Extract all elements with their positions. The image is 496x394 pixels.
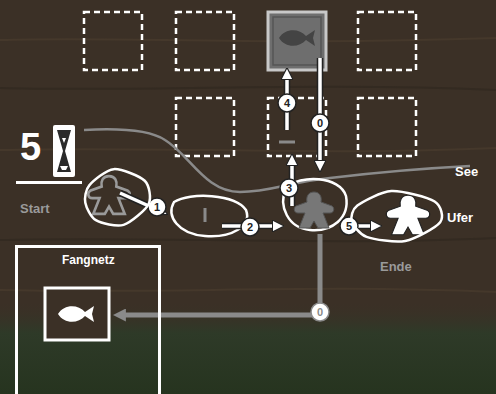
- moving-meeple: [294, 192, 333, 228]
- tick-mark: [279, 141, 295, 144]
- fish-icon: [279, 30, 315, 46]
- hourglass-glass: [57, 130, 71, 172]
- callout-number: 1: [148, 200, 166, 215]
- hourglass-sand: [60, 138, 68, 170]
- tick-mark: [204, 208, 207, 222]
- callout-number: 0: [311, 305, 329, 320]
- callout-number: 0: [311, 116, 329, 131]
- fish-icon: [58, 306, 94, 322]
- space-outline: [351, 191, 441, 242]
- shore-space: [172, 196, 248, 236]
- space-outline: [84, 168, 150, 226]
- callout-number: 3: [280, 181, 298, 196]
- space-outline: [350, 190, 442, 242]
- node-label: Start: [20, 202, 50, 215]
- callout-number: 5: [340, 219, 358, 234]
- callout-circles: [148, 94, 358, 321]
- wood-grain: [0, 38, 496, 292]
- node-label: Ende: [380, 260, 412, 273]
- fish-tile-inner: [273, 17, 321, 65]
- callout-number: 2: [241, 220, 259, 235]
- net-area: Fangnetz: [15, 245, 161, 394]
- timer-box: 5: [16, 118, 82, 184]
- end-meeple: [386, 195, 429, 235]
- zone-label: See: [455, 164, 495, 180]
- callout-number: 4: [278, 96, 296, 111]
- hourglass-icon: [53, 125, 75, 177]
- lake-grid: [84, 12, 416, 156]
- shore-line: [84, 129, 470, 192]
- timer-number: 5: [20, 128, 41, 166]
- space-outline: [85, 169, 150, 225]
- end-space: Ende: [350, 190, 442, 242]
- net-fish-tile: [45, 288, 109, 340]
- zone-label: Ufer: [447, 210, 487, 226]
- node-label: Fangnetz: [62, 254, 115, 266]
- start-space: Start: [84, 168, 150, 226]
